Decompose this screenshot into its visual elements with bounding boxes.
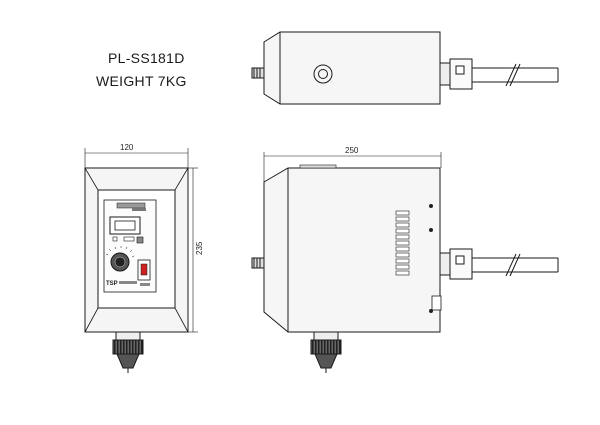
screw-2 <box>429 228 433 232</box>
top-view <box>251 31 559 105</box>
brand-tag <box>116 202 146 209</box>
top-body <box>263 31 441 105</box>
indicator-c <box>136 236 144 244</box>
screw-1 <box>429 204 433 208</box>
front-width-label: 120 <box>120 143 134 152</box>
indicator-a <box>112 236 118 242</box>
front-view: TSP <box>84 148 198 373</box>
vent-slots <box>395 210 410 276</box>
brand-text: TSP <box>106 281 118 287</box>
display-screen <box>114 220 136 231</box>
front-height-label: 235 <box>195 241 204 255</box>
indicator-b <box>123 236 135 242</box>
side-length-label: 250 <box>345 146 359 155</box>
front-chuck-knurl <box>112 339 144 355</box>
front-chuck-collar <box>115 331 141 341</box>
side-gland-base <box>439 252 451 276</box>
side-chuck-knurl <box>310 339 342 355</box>
side-view <box>251 152 559 373</box>
side-chuck-collar <box>313 331 339 341</box>
side-knob <box>251 257 265 269</box>
knob-scale <box>105 246 135 258</box>
weight-label: WEIGHT 7KG <box>96 73 187 89</box>
model-label: PL-SS181D <box>108 50 185 66</box>
top-gland-base <box>439 62 451 86</box>
side-chuck-jaw <box>314 353 338 369</box>
top-port-inner <box>318 69 328 79</box>
front-chuck-jaw <box>116 353 140 369</box>
top-port-outer <box>313 64 333 84</box>
side-body <box>263 167 441 333</box>
